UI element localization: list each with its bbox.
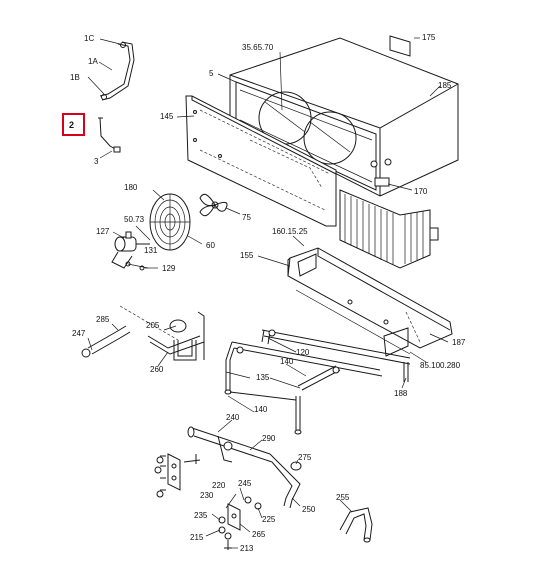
label-250: 250 [302, 505, 316, 514]
part-1-bracket [87, 38, 135, 101]
label-290: 290 [262, 434, 276, 443]
label-140-b: 140 [254, 405, 268, 414]
part-labels: 1C 1A 1B 2 3 35.65.70 5 175 185 145 170 … [69, 33, 466, 553]
tray-155 [287, 247, 453, 357]
condenser-coil [339, 189, 439, 269]
label-220: 220 [212, 481, 226, 490]
label-75: 75 [242, 213, 251, 222]
label-120: 120 [296, 348, 310, 357]
label-140-a: 140 [280, 357, 294, 366]
label-255: 255 [336, 493, 350, 502]
label-260: 260 [150, 365, 164, 374]
leader-lines [87, 37, 449, 549]
label-1a: 1A [88, 57, 98, 66]
tube-frame [224, 329, 411, 435]
lower-piping [187, 426, 373, 543]
label-213: 213 [240, 544, 254, 553]
part-2-sensor [98, 117, 121, 159]
label-230: 230 [200, 491, 214, 500]
label-60: 60 [206, 241, 215, 250]
label-129: 129 [162, 264, 176, 273]
label-180: 180 [124, 183, 138, 192]
label-285: 285 [96, 315, 110, 324]
label-205: 205 [146, 321, 160, 330]
label-145: 145 [160, 112, 174, 121]
label-5: 5 [209, 69, 214, 78]
label-135: 135 [256, 373, 270, 382]
fan-motor [111, 231, 158, 271]
label-188: 188 [394, 389, 408, 398]
label-275: 275 [298, 453, 312, 462]
bottom-brackets [154, 453, 262, 550]
label-3: 3 [94, 157, 99, 166]
label-247: 247 [72, 329, 86, 338]
label-1b: 1B [70, 73, 80, 82]
label-131: 131 [144, 246, 158, 255]
label-245: 245 [238, 479, 252, 488]
label-50-73: 50.73 [124, 215, 145, 224]
label-240: 240 [226, 413, 240, 422]
part-175-plate [389, 35, 411, 57]
label-2: 2 [69, 120, 74, 130]
label-187: 187 [452, 338, 466, 347]
fan-grille-180 [149, 193, 191, 251]
label-215: 215 [190, 533, 204, 542]
left-piping [81, 305, 205, 361]
label-85-100-280: 85.100.280 [420, 361, 461, 370]
label-155: 155 [240, 251, 254, 260]
part-2-highlight-box [62, 113, 85, 136]
label-235: 235 [194, 511, 208, 520]
fan-shroud-panel-145 [185, 95, 337, 227]
label-225: 225 [262, 515, 276, 524]
label-185: 185 [438, 81, 452, 90]
label-265: 265 [252, 530, 266, 539]
label-35-65-70: 35.65.70 [242, 43, 274, 52]
fan-blade-75 [199, 193, 228, 217]
label-127: 127 [96, 227, 110, 236]
label-1c: 1C [84, 34, 94, 43]
label-175: 175 [422, 33, 436, 42]
label-160-15-25: 160.15.25 [272, 227, 308, 236]
label-170: 170 [414, 187, 428, 196]
